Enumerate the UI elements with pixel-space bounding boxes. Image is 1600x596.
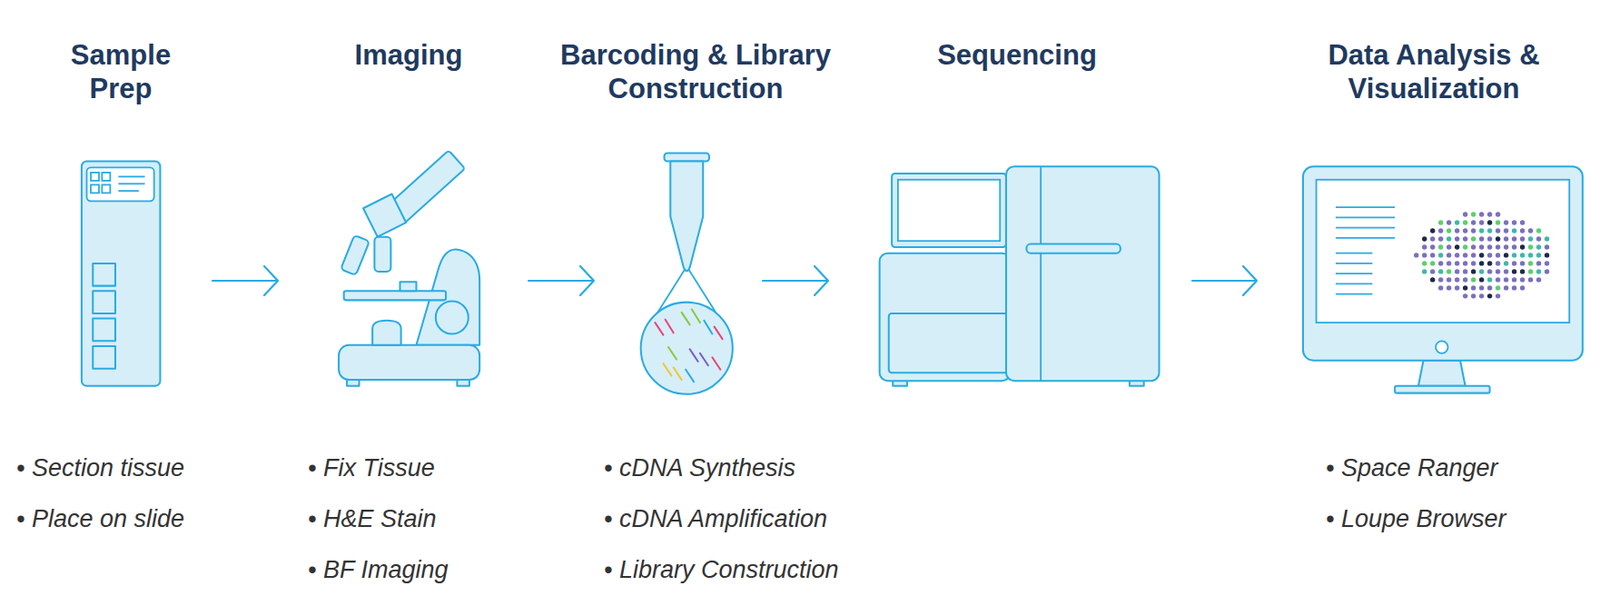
bullet-list: • Section tissue• Place on slide — [16, 442, 185, 544]
arrow-line — [528, 266, 594, 296]
bullet-list: • cDNA Synthesis• cDNA Amplification• Li… — [603, 442, 840, 595]
stage-column: Sample Prep • Section tissue• Place on sl… — [9, 27, 213, 586]
bullet-item: • cDNA Synthesis — [603, 442, 840, 494]
stage-heading-holder: Sequencing — [898, 38, 1136, 72]
bullet-item: • Space Ranger — [1325, 442, 1507, 494]
stage-column: Sequencing — [828, 27, 1193, 586]
slide-icon — [81, 161, 161, 386]
stage-heading: Imaging — [317, 38, 500, 72]
stage-heading: Sequencing — [898, 38, 1136, 72]
bullet-list: • Space Ranger• Loupe Browser — [1325, 442, 1507, 544]
microscope-icon — [338, 150, 480, 386]
bullet-item: • Loupe Browser — [1325, 493, 1507, 544]
arrow-line — [762, 266, 829, 296]
bullet-item: • BF Imaging — [307, 543, 449, 595]
stage-heading: Data Analysis & Visualization — [1297, 38, 1571, 106]
stage-heading-holder: Barcoding & Library Construction — [532, 38, 860, 106]
bullet-item: • Library Construction — [603, 543, 840, 595]
arrow-line — [1192, 266, 1257, 296]
stage-heading: Sample Prep — [57, 38, 185, 106]
stage-column: Data Analysis & Visualization • Space Ran… — [1256, 27, 1591, 586]
flow-arrow — [1192, 266, 1257, 296]
stage-heading-holder: Imaging — [317, 38, 500, 72]
bullet-item: • H&E Stain — [307, 493, 449, 544]
arrow-line — [212, 266, 278, 296]
bullet-list: • Fix Tissue• H&E Stain• BF Imaging — [307, 442, 449, 595]
flow-arrow — [212, 266, 278, 296]
stage-column: Imaging• Fix Tissue• H&E Stain• BF Imagi… — [277, 27, 529, 586]
stage-heading-holder: Data Analysis & Visualization — [1297, 38, 1571, 106]
stage-heading: Barcoding & Library Construction — [532, 38, 860, 106]
bullet-item: • Place on slide — [16, 493, 185, 544]
stage-column: Barcoding & Library Construction• cDNA S… — [593, 27, 763, 586]
bullet-item: • Fix Tissue — [307, 442, 449, 494]
monitor-icon — [1303, 166, 1583, 393]
bullet-item: • Section tissue — [16, 442, 185, 494]
tube-icon — [641, 153, 733, 395]
flow-arrow — [762, 266, 829, 296]
bullet-item: • cDNA Amplification — [603, 493, 840, 544]
stage-heading-holder: Sample Prep — [57, 38, 185, 106]
sequencer-icon — [879, 166, 1160, 386]
flow-arrow — [528, 266, 594, 296]
